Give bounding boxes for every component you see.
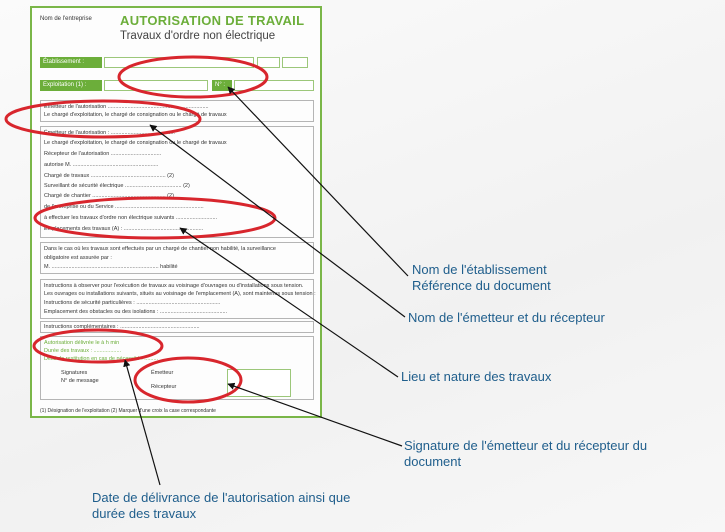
emetteur-label: Émetteur — [151, 370, 174, 376]
s5-line-1: Instructions complémentaires : .........… — [44, 324, 200, 330]
callout-signature-line-2: document — [404, 454, 462, 469]
s2-line-7: Chargé de chantier .....................… — [44, 193, 174, 199]
s6-line-1: Autorisation délivrée le à h min — [44, 340, 120, 346]
s4-line-3: Instructions de sécurité particulières :… — [44, 300, 221, 306]
signature-box — [227, 369, 291, 397]
exploitation-field — [104, 80, 208, 91]
s2-line-6: Surveillant de sécurité électrique .....… — [44, 183, 190, 189]
callout-delivrance-line-1: Date de délivrance de l'autorisation ain… — [92, 490, 351, 505]
s2-line-8: de l'entreprise ou du Service ..........… — [44, 204, 204, 210]
callout-emetteur-recepteur: Nom de l'émetteur et du récepteur — [408, 310, 605, 325]
s1-line-1: Émetteur de l'autorisation .............… — [44, 104, 209, 110]
section-instructions: Instructions à observer pour l'exécution… — [40, 279, 316, 319]
ref-box-2 — [282, 57, 308, 68]
ref-box-1 — [257, 57, 280, 68]
section-complementaires: Instructions complémentaires : .........… — [40, 321, 314, 333]
s6-line-3: Délai de restitution en cas de nécessité… — [44, 356, 159, 362]
recepteur-label: Récepteur — [151, 384, 177, 390]
message-number-label: N° de message — [61, 378, 99, 384]
s2-line-2: Le chargé d'exploitation, le chargé de c… — [44, 140, 227, 146]
callout-etablissement-line-1: Nom de l'établissement — [412, 262, 547, 277]
s2-line-4: autorise M. ............................… — [44, 162, 159, 168]
s3-line-2: obligatoire est assurée par : — [44, 255, 112, 261]
number-label: N° : — [212, 80, 232, 91]
s6-line-2: Durée des travaux : .................. — [44, 348, 122, 354]
section-surveillance: Dans le cas où les travaux sont effectué… — [40, 242, 314, 274]
callout-signature-line-1: Signature de l'émetteur et du récepteur … — [404, 438, 648, 453]
s3-line-1: Dans le cas où les travaux sont effectué… — [44, 246, 276, 252]
s2-line-10: Emplacements des travaux (A) : .........… — [44, 226, 204, 232]
s2-line-3: Récepteur de l'autorisation ............… — [44, 151, 162, 157]
s2-line-9: à effectuer les travaux d'ordre non élec… — [44, 215, 218, 221]
s4-line-4: Emplacement des obstacles ou des isolati… — [44, 309, 228, 315]
form-footnote: (1) Désignation de l'exploitation (2) Ma… — [40, 408, 216, 414]
section-recepteur: Émetteur de l'autorisation : ...........… — [40, 126, 314, 238]
work-authorization-form: Nom de l'entreprise AUTORISATION DE TRAV… — [30, 6, 322, 418]
callout-lieu-travaux: Lieu et nature des travaux — [401, 369, 552, 384]
s2-line-5: Chargé de travaux ......................… — [44, 173, 174, 179]
callout-etablissement-line-2: Référence du document — [412, 278, 551, 293]
form-subtitle: Travaux d'ordre non électrique — [120, 30, 276, 42]
company-name-label: Nom de l'entreprise — [40, 16, 92, 22]
callout-delivrance: Date de délivrance de l'autorisation ain… — [92, 490, 350, 522]
callout-etablissement: Nom de l'établissement Référence du docu… — [412, 262, 551, 294]
etablissement-label: Établissement : — [40, 57, 102, 68]
section-emetteur: Émetteur de l'autorisation .............… — [40, 100, 314, 122]
callout-signature: Signature de l'émetteur et du récepteur … — [404, 438, 720, 470]
signatures-label: Signatures — [61, 370, 88, 376]
s3-line-3: M. .....................................… — [44, 264, 178, 270]
s2-line-1: Émetteur de l'autorisation : ...........… — [44, 130, 175, 136]
s4-line-2: Les ouvrages ou installations suivants, … — [44, 291, 316, 297]
s1-line-2: Le chargé d'exploitation, le chargé de c… — [44, 112, 227, 118]
section-delivrance: Autorisation délivrée le à h min Durée d… — [40, 336, 314, 400]
form-title: AUTORISATION DE TRAVAIL — [120, 13, 305, 28]
etablissement-field — [104, 57, 254, 68]
exploitation-label: Exploitation (1) : — [40, 80, 102, 91]
number-field — [234, 80, 314, 91]
s4-line-1: Instructions à observer pour l'exécution… — [44, 283, 304, 289]
callout-delivrance-line-2: durée des travaux — [92, 506, 197, 521]
